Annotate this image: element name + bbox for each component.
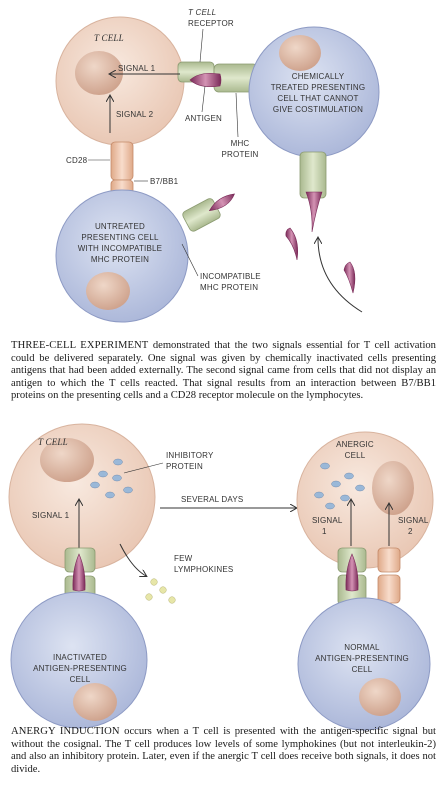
t-cell-top — [55, 16, 185, 146]
chem-label-2: TREATED PRESENTING — [271, 83, 366, 92]
incompatible-mhc — [182, 193, 235, 232]
signal-r2-label-b: 2 — [408, 527, 413, 536]
signal2-label-top: SIGNAL 2 — [116, 110, 154, 119]
chem-cell-nucleus — [279, 35, 321, 71]
normal-label-3: CELL — [352, 665, 373, 674]
chemically-treated-cell — [248, 26, 380, 158]
few-label-1: FEW — [174, 554, 193, 563]
antigen-stalk-top — [305, 191, 323, 233]
free-antigen-1 — [285, 227, 298, 261]
anergic-nucleus — [372, 461, 414, 515]
cd28-receptor — [110, 141, 134, 181]
several-days-label: SEVERAL DAYS — [181, 495, 243, 504]
cd28-label: CD28 — [66, 156, 88, 165]
caption1-lead: THREE-CELL EXPERIMENT — [11, 340, 149, 351]
chem-label-1: CHEMICALLY — [292, 72, 345, 81]
caption1-text: demonstrated that the two signals essent… — [11, 340, 436, 402]
signal1-label-bottom: SIGNAL 1 — [32, 511, 70, 520]
normal-label-2: ANTIGEN-PRESENTING — [315, 654, 409, 663]
normal-label-1: NORMAL — [344, 643, 380, 652]
incompatible-label-2: MHC PROTEIN — [200, 283, 258, 292]
inactivated-nucleus — [73, 683, 117, 721]
inactivated-label-1: INACTIVATED — [53, 653, 107, 662]
mhc-leader — [235, 92, 239, 138]
untreated-label-2: PRESENTING CELL — [81, 233, 159, 242]
anergic-inhibitory-dots — [314, 462, 365, 510]
inhibitory-label-2: PROTEIN — [166, 462, 203, 471]
anergic-cell — [296, 431, 434, 569]
t-cell-bottom-nucleus — [40, 438, 94, 482]
curved-arrow — [318, 238, 363, 313]
mhc-stalk-top — [299, 151, 327, 199]
antigen-bottom-right — [345, 553, 359, 592]
antigen-leader — [201, 85, 206, 113]
receptor-label-2: RECEPTOR — [188, 19, 234, 28]
untreated-presenting-cell — [55, 189, 189, 323]
mhc-label-2: PROTEIN — [222, 150, 259, 159]
antigen-bottom-left — [72, 553, 86, 592]
few-label-2: LYMPHOKINES — [174, 565, 233, 574]
inactivated-label-3: CELL — [70, 675, 91, 684]
inactivated-label-2: ANTIGEN-PRESENTING — [33, 664, 127, 673]
signal-r1-label-a: SIGNAL — [312, 516, 343, 525]
t-cell-bottom-label: T CELL — [38, 437, 68, 447]
mhc-label-1: MHC — [231, 139, 250, 148]
cd28-b7-right — [377, 547, 401, 604]
caption-anergy: ANERGY INDUCTION occurs when a T cell is… — [11, 726, 436, 776]
lymphokine-dots — [145, 578, 176, 604]
normal-apc — [297, 597, 431, 731]
lymphokine-arrow — [119, 543, 146, 576]
caption2-text: occurs when a T cell is presented with t… — [11, 726, 436, 775]
antigen-top — [189, 72, 222, 88]
anergic-label-1: ANERGIC — [336, 440, 374, 449]
inhibitory-protein-dots — [90, 458, 133, 499]
t-cell-top-label: T CELL — [94, 33, 124, 43]
chem-label-4: GIVE COSTIMULATION — [273, 105, 363, 114]
inhibitory-label-1: INHIBITORY — [166, 451, 214, 460]
receptor-leader — [199, 28, 204, 63]
t-cell-nucleus — [75, 51, 123, 95]
b7-label: B7/BB1 — [150, 177, 179, 186]
free-antigen-2 — [343, 261, 356, 294]
inhibitory-leader — [123, 462, 164, 474]
chem-label-3: CELL THAT CANNOT — [277, 94, 358, 103]
signal-r1-label-b: 1 — [322, 527, 327, 536]
signal1-label-top: SIGNAL 1 — [118, 64, 156, 73]
caption2-lead: ANERGY INDUCTION — [11, 726, 120, 737]
untreated-label-3: WITH INCOMPATIBLE — [78, 244, 162, 253]
incompatible-leader — [181, 243, 199, 277]
untreated-label-4: MHC PROTEIN — [91, 255, 149, 264]
receptor-label-1: T CELL — [188, 8, 216, 17]
signal-r2-label-a: SIGNAL — [398, 516, 429, 525]
untreated-label-1: UNTREATED — [95, 222, 145, 231]
antigen-label-top: ANTIGEN — [185, 114, 222, 123]
anergic-label-2: CELL — [345, 451, 366, 460]
normal-apc-nucleus — [359, 678, 401, 716]
caption-three-cell: THREE-CELL EXPERIMENT demonstrated that … — [11, 340, 436, 403]
incompatible-label-1: INCOMPATIBLE — [200, 272, 261, 281]
untreated-nucleus — [86, 272, 130, 310]
